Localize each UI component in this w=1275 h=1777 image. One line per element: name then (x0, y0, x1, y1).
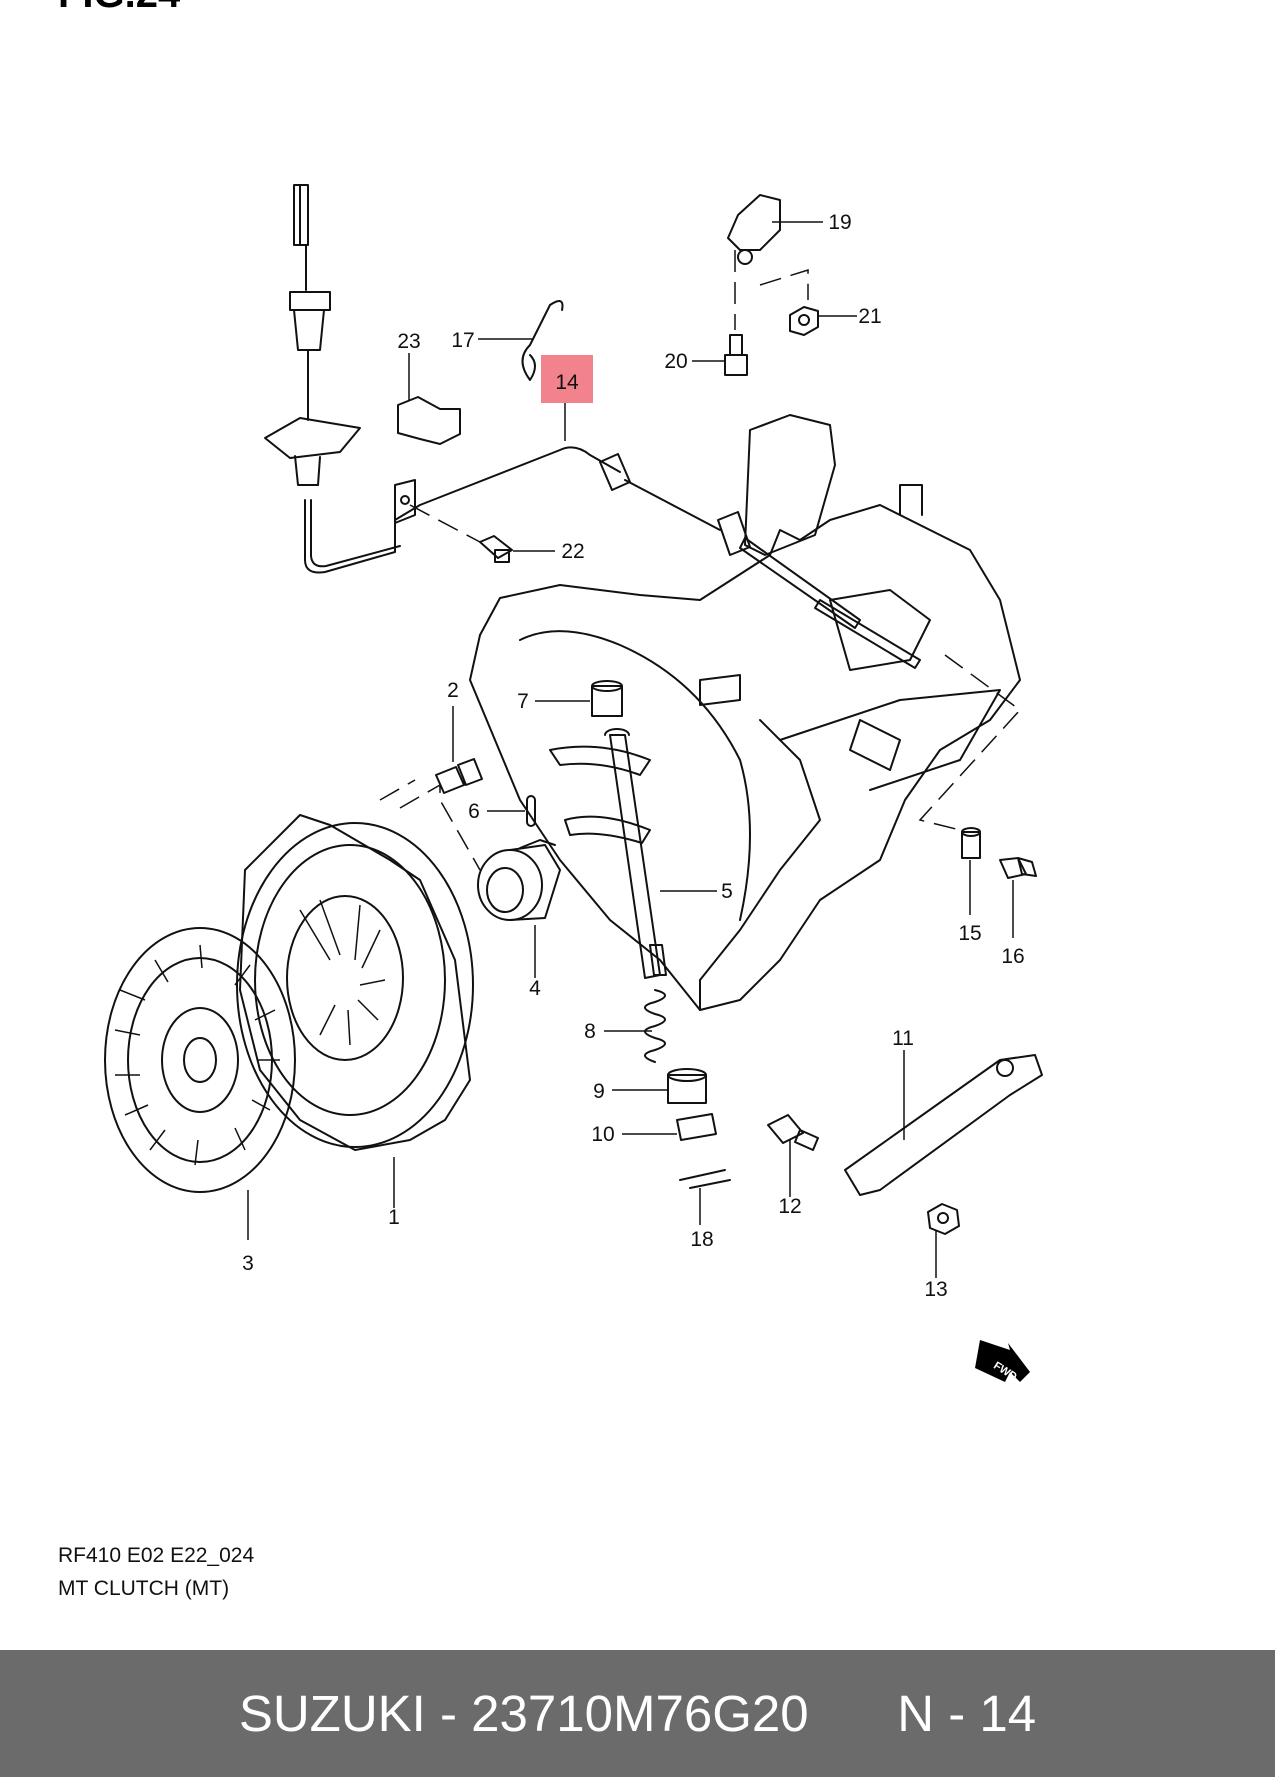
label-2: 2 (447, 679, 459, 702)
label-19: 19 (828, 211, 851, 234)
label-7: 7 (517, 690, 529, 713)
clutch-cable (264, 184, 921, 669)
highlight-box (541, 355, 593, 403)
label-3: 3 (242, 1252, 254, 1275)
label-16: 16 (1001, 945, 1024, 968)
clutch-disc (104, 927, 296, 1193)
release-shaft (549, 728, 667, 979)
label-1: 1 (388, 1206, 400, 1229)
label-11: 11 (892, 1027, 914, 1050)
footer-bar: SUZUKI - 23710M76G20 N - 14 (0, 1650, 1275, 1777)
label-6: 6 (468, 800, 480, 823)
label-15: 15 (958, 922, 981, 945)
label-21: 21 (858, 305, 881, 328)
label-13: 13 (924, 1278, 947, 1301)
label-4: 4 (529, 977, 541, 1000)
footer-part-number: SUZUKI - 23710M76G20 (238, 1685, 809, 1742)
label-14: 14 (555, 371, 579, 394)
small-parts (397, 194, 1043, 1235)
part-labels: 14 1 2 3 4 5 6 7 8 9 10 11 12 13 15 16 1… (242, 211, 1025, 1301)
label-20: 20 (664, 350, 687, 373)
diagram-code: RF410 E02 E22_024 (58, 1544, 255, 1567)
label-5: 5 (721, 880, 733, 903)
label-12: 12 (778, 1195, 801, 1218)
leader-lines (247, 221, 1022, 1278)
label-10: 10 (591, 1123, 614, 1146)
figure-title: FIG.24 (58, 0, 180, 17)
diagram-name: MT CLUTCH (MT) (58, 1577, 230, 1600)
label-22: 22 (561, 540, 584, 563)
label-18: 18 (690, 1228, 713, 1251)
transmission-case (469, 414, 1021, 1011)
fwd-arrow-icon: FWD (975, 1340, 1030, 1383)
footer-reference: N - 14 (897, 1685, 1037, 1742)
clutch-cover (236, 814, 474, 1151)
clutch-exploded-diagram: 14 1 2 3 4 5 6 7 8 9 10 11 12 13 15 16 1… (104, 184, 1043, 1383)
label-17: 17 (451, 329, 474, 352)
label-8: 8 (584, 1020, 596, 1043)
label-23: 23 (397, 330, 420, 353)
label-9: 9 (593, 1080, 605, 1103)
release-bearing (477, 839, 561, 921)
